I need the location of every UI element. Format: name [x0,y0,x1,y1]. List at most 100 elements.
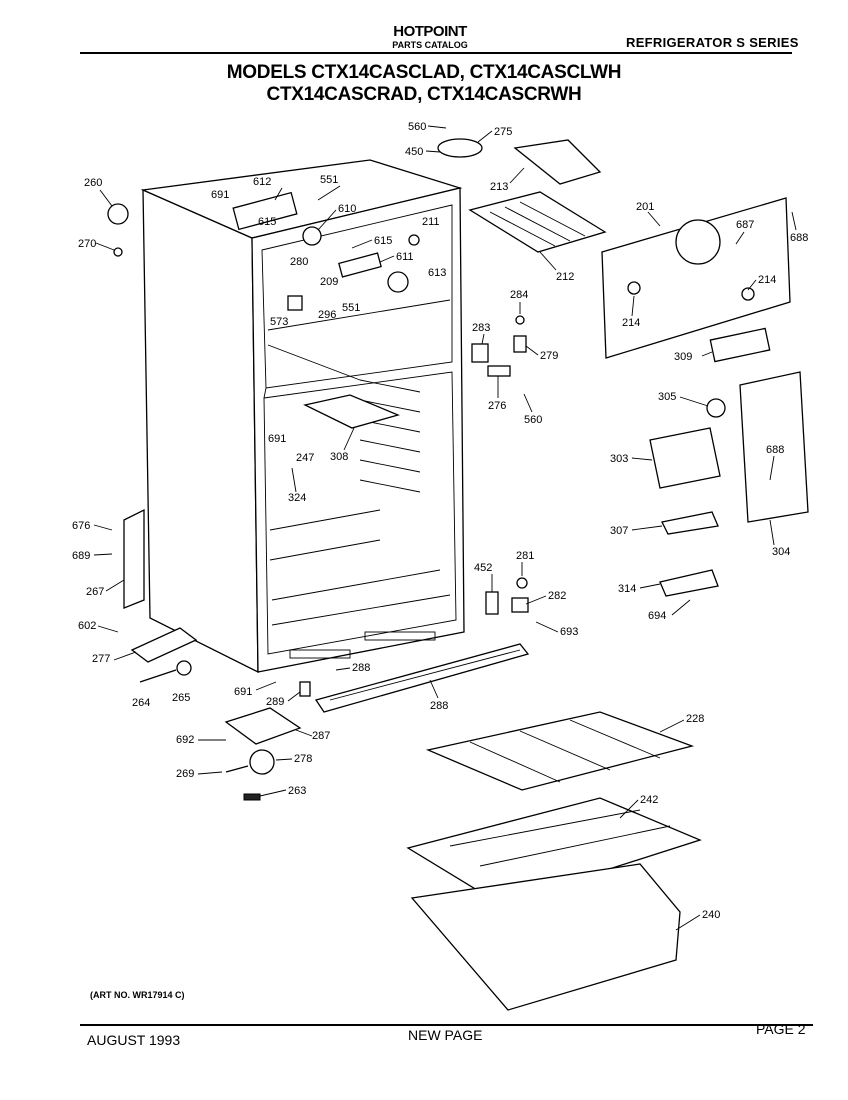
crisper-cover-242 [406,797,702,905]
knob-214-b [741,287,755,301]
callout-labels: 560 275 450 213 260 612 551 691 610 615 … [72,121,808,921]
art-number: (ART NO. WR17914 C) [90,990,185,1000]
part-260 [107,203,129,225]
callout-560: 560 [524,414,542,426]
callout-242: 242 [640,794,658,806]
condenser-288 [314,643,530,713]
callout-228: 228 [686,713,704,725]
callout-688: 688 [766,444,784,456]
crisper-drawer-240 [410,863,681,1011]
footer-date: AUGUST 1993 [87,1032,181,1048]
control-housing-304 [739,371,809,523]
callout-260: 260 [84,177,102,189]
part-296 [287,295,303,311]
callout-280: 280 [290,256,308,268]
part-269 [225,765,249,773]
shelf-228 [425,711,695,791]
callout-676: 676 [72,520,90,532]
callout-282: 282 [548,590,566,602]
callout-687: 687 [736,219,754,231]
callout-615: 615 [374,235,392,247]
hinge-bracket-267 [123,508,145,609]
freezer-shelf-308 [303,394,400,429]
callout-269: 269 [176,768,194,780]
part-314 [659,569,719,597]
footer-rule [80,1024,813,1026]
callout-264: 264 [132,697,150,709]
part-281 [516,577,528,589]
callout-560: 560 [408,121,426,133]
part-452 [485,591,499,615]
callout-303: 303 [610,453,628,465]
ice-tray-213 [513,139,602,185]
callout-551: 551 [342,302,360,314]
callout-288: 288 [352,662,370,674]
part-289 [299,681,311,697]
housing-303 [649,427,721,489]
part-284 [515,315,525,325]
callout-276: 276 [488,400,506,412]
callout-247: 247 [296,452,314,464]
callout-212: 212 [556,271,574,283]
callout-278: 278 [294,753,312,765]
callout-307: 307 [610,525,628,537]
plate-287 [224,707,302,745]
callout-214: 214 [758,274,776,286]
callout-213: 213 [490,181,508,193]
knob-214-a [627,281,641,295]
callout-279: 279 [540,350,558,362]
part-276 [487,365,511,377]
callout-240: 240 [702,909,720,921]
callout-275: 275 [494,126,512,138]
part-211 [408,234,420,246]
header-rule [80,52,792,54]
damper-610 [302,226,322,246]
callout-693: 693 [560,626,578,638]
models-title-line-1: MODELS CTX14CASCLAD, CTX14CASCLWH [226,62,622,83]
callout-691: 691 [211,189,229,201]
callout-308: 308 [330,451,348,463]
callout-305: 305 [658,391,676,403]
callout-573: 573 [270,316,288,328]
callout-296: 296 [318,309,336,321]
part-282 [511,597,529,613]
callout-691: 691 [268,433,286,445]
part-264 [139,669,177,683]
callout-277: 277 [92,653,110,665]
models-title-line-2: CTX14CASCRAD, CTX14CASCRWH [266,84,582,105]
callout-324: 324 [288,492,306,504]
label-309 [709,327,771,363]
callout-613: 613 [428,267,446,279]
callout-692: 692 [176,734,194,746]
part-283 [471,343,489,363]
callout-304: 304 [772,546,790,558]
part-265 [176,660,192,676]
leveler-263 [243,793,261,801]
catalog-name: PARTS CATALOG [392,40,468,50]
callout-287: 287 [312,730,330,742]
evaporator-cover-201 [601,197,791,359]
callout-689: 689 [72,550,90,562]
callout-211: 211 [422,216,440,228]
callout-694: 694 [648,610,666,622]
ice-tray-rack-212 [468,191,607,253]
callout-691: 691 [234,686,252,698]
callout-283: 283 [472,322,490,334]
callout-602: 602 [78,620,96,632]
callout-281: 281 [516,550,534,562]
callout-267: 267 [86,586,104,598]
part-278 [249,749,275,775]
fan-blade-613 [387,271,409,293]
callout-209: 209 [320,276,338,288]
callout-615: 615 [258,216,276,228]
cabinet [140,159,465,674]
callout-288: 288 [430,700,448,712]
part-270 [113,247,123,257]
footer-page: PAGE 2 [756,1021,806,1037]
callout-263: 263 [288,785,306,797]
callout-265: 265 [172,692,190,704]
callout-309: 309 [674,351,692,363]
callout-610: 610 [338,203,356,215]
callout-551: 551 [320,174,338,186]
